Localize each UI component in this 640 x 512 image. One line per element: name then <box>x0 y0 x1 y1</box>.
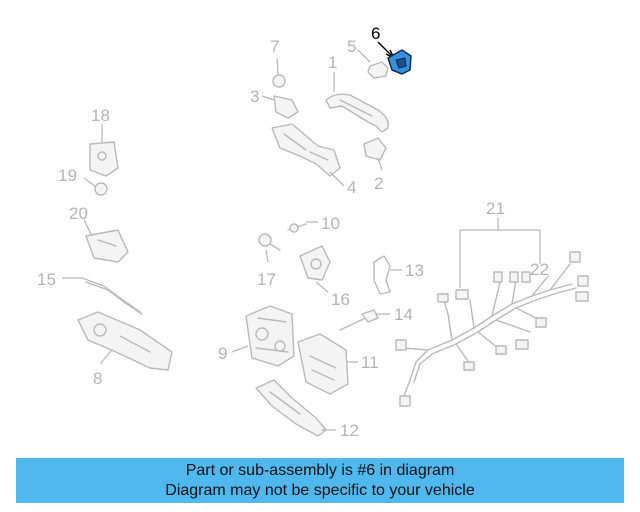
part-20-hinge[interactable]: 20 <box>69 204 129 263</box>
part-4-handle-bracket[interactable]: 4 <box>271 123 356 197</box>
part-5[interactable]: 5 <box>347 37 389 79</box>
part-8-check[interactable]: 8 <box>77 311 173 388</box>
part-label-16: 16 <box>331 290 350 309</box>
part-label-20: 20 <box>69 204 88 223</box>
info-banner: Part or sub-assembly is #6 in diagram Di… <box>16 458 624 503</box>
part-14[interactable]: 14 <box>339 305 413 331</box>
part-7[interactable]: 7 <box>270 37 286 88</box>
part-label-7: 7 <box>270 37 279 56</box>
part-label-8: 8 <box>93 369 102 388</box>
part-label-6: 6 <box>371 24 380 43</box>
part-3[interactable]: 3 <box>250 87 299 119</box>
banner-line-1: Part or sub-assembly is #6 in diagram <box>185 462 455 479</box>
part-label-21: 21 <box>486 199 505 218</box>
part-21-wiring-harness[interactable]: 21 22 <box>395 199 589 407</box>
part-label-19: 19 <box>58 166 77 185</box>
part-label-1: 1 <box>328 53 337 72</box>
part-label-11: 11 <box>361 353 379 372</box>
part-label-15: 15 <box>37 270 56 289</box>
part-9-lock[interactable]: 9 <box>218 305 295 367</box>
part-10[interactable]: 10 <box>287 214 340 233</box>
part-label-9: 9 <box>218 344 227 363</box>
part-label-2: 2 <box>374 174 383 193</box>
part-19[interactable]: 19 <box>58 166 108 196</box>
part-label-13: 13 <box>405 261 424 280</box>
part-label-17: 17 <box>257 270 276 289</box>
part-2[interactable]: 2 <box>363 137 387 193</box>
part-13[interactable]: 13 <box>373 255 424 295</box>
part-label-5: 5 <box>347 37 356 56</box>
part-16[interactable]: 16 <box>299 245 350 309</box>
part-15-rod[interactable]: 15 <box>37 270 143 315</box>
part-label-22: 22 <box>530 260 549 279</box>
part-11[interactable]: 11 <box>297 333 379 395</box>
banner-line-2: Diagram may not be specific to your vehi… <box>165 482 475 499</box>
part-18-hinge[interactable]: 18 <box>89 106 119 177</box>
part-label-14: 14 <box>394 305 413 324</box>
part-label-4: 4 <box>347 178 356 197</box>
part-label-3: 3 <box>250 87 259 106</box>
part-12[interactable]: 12 <box>255 379 359 440</box>
part-17[interactable]: 17 <box>257 233 281 289</box>
part-label-12: 12 <box>340 421 359 440</box>
part-label-18: 18 <box>91 106 110 125</box>
part-6-highlighted[interactable]: 6 <box>371 24 412 75</box>
part-1-door-handle[interactable]: 1 <box>325 53 389 133</box>
part-label-10: 10 <box>321 214 340 233</box>
